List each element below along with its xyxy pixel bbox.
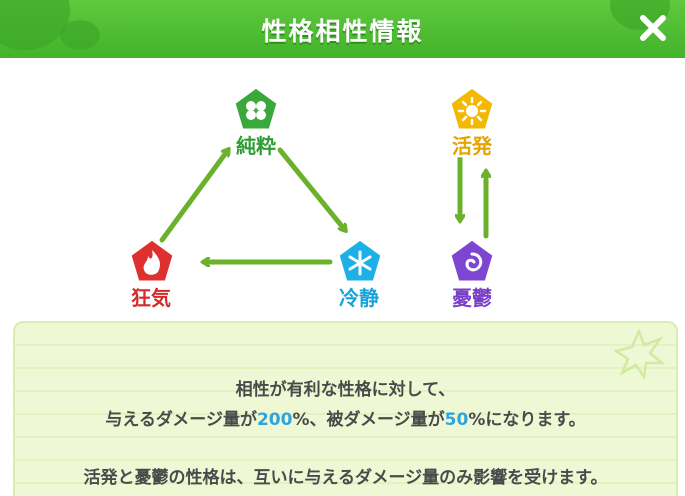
header-decoration (60, 20, 100, 50)
damage-taken-value: 50 (444, 410, 469, 430)
info-line-2-c: %、被ダメージ量が (292, 410, 445, 430)
node-label-kyouki: 狂気 (131, 286, 171, 310)
snowflake-icon (336, 237, 384, 284)
info-line-3: 活発と憂鬱の性格は、互いに与えるダメージ量のみ影響を受けます。 (83, 468, 608, 488)
affinity-arrows (159, 58, 685, 320)
info-line-2-a: 与えるダメージ量が (105, 410, 257, 430)
close-icon[interactable] (637, 12, 669, 44)
arrow-junsui-to-reisei (277, 147, 345, 230)
node-label-junsui: 純粋 (236, 134, 276, 158)
affinity-diagram: 純粋 冷静 狂気 活発 憂鬱 (0, 58, 685, 320)
info-line-1: 相性が有利な性格に対して、 (235, 380, 456, 400)
info-line-2-e: %になります。 (468, 410, 586, 430)
damage-dealt-value: 200 (256, 410, 293, 430)
sun-icon (448, 85, 496, 132)
arrow-kyouki-to-junsui (159, 150, 228, 243)
clover-icon (232, 85, 280, 132)
swirl-icon (448, 237, 496, 284)
flame-icon (128, 237, 176, 284)
header-bar: 性格相性情報 (0, 0, 685, 58)
info-panel: 相性が有利な性格に対して、 与えるダメージ量が200%、被ダメージ量が50%にな… (13, 321, 678, 496)
node-label-reisei: 冷静 (339, 286, 379, 310)
burst-icon (614, 329, 664, 379)
node-label-kappatsu: 活発 (452, 134, 492, 158)
page-title: 性格相性情報 (261, 17, 424, 46)
info-line-2: 与えるダメージ量が200%、被ダメージ量が50%になります。 (15, 405, 676, 430)
panel-lines (15, 323, 676, 496)
node-label-yuuutsu: 憂鬱 (452, 286, 492, 310)
